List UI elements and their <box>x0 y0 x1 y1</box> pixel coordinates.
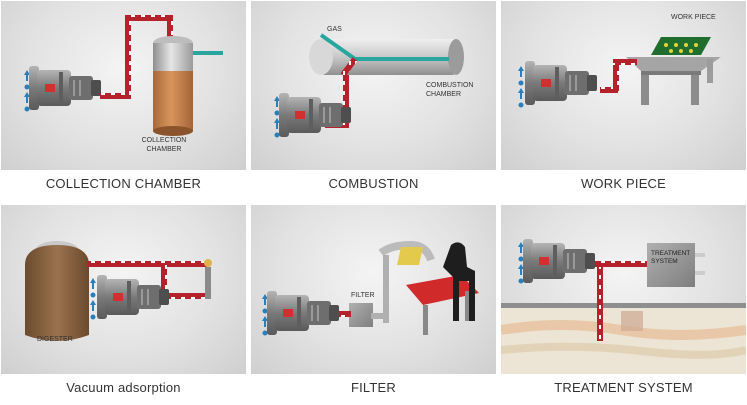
pipe <box>597 261 603 341</box>
flow-arrows-icon <box>90 278 96 320</box>
digester-diagram: DIGESTER <box>25 241 212 343</box>
filter-box <box>349 303 373 327</box>
worker-silhouette <box>443 242 475 321</box>
treatment-box <box>647 243 695 287</box>
illustration-collection-chamber: COLLECTION CHAMBER <box>1 1 246 170</box>
extraction-hood <box>397 247 423 265</box>
chamber-label-line1: COLLECTION <box>142 137 187 144</box>
pipe <box>100 93 130 99</box>
filter-diagram: FILTER <box>262 240 479 336</box>
digester-tank <box>25 245 89 341</box>
work-table <box>406 275 479 305</box>
illustration-filter: FILTER <box>251 205 496 374</box>
work-piece-label: WORK PIECE <box>671 14 716 21</box>
work-piece-board <box>651 37 711 55</box>
pipe <box>125 15 169 21</box>
treatment-label-line2: SYSTEM <box>651 258 678 265</box>
flow-arrows-icon <box>518 66 524 108</box>
pipe <box>613 61 619 91</box>
illustration-work-piece: WORK PIECE <box>501 1 746 170</box>
filter-label: FILTER <box>351 292 375 299</box>
vacuum-pump-icon <box>97 275 169 319</box>
outlet-pipe <box>183 51 223 55</box>
pipe <box>600 87 618 93</box>
vacuum-pump-icon <box>525 61 597 105</box>
vacuum-pump-icon <box>523 239 595 283</box>
digester-label: DIGESTER <box>37 336 73 343</box>
combustion-label-line1: COMBUSTION <box>426 82 473 89</box>
pipe <box>125 19 131 99</box>
illustration-digester: DIGESTER <box>1 205 246 374</box>
caption: Vacuum adsorption <box>66 380 181 395</box>
illustration-treatment-system: TREATMENT SYSTEM <box>501 205 746 374</box>
pipe <box>161 265 167 299</box>
card-work-piece: WORK PIECE WORK PIECE <box>501 1 746 198</box>
caption: WORK PIECE <box>580 176 667 191</box>
card-combustion: GAS COMBUSTION CHAMBER COMBUSTION <box>251 1 496 198</box>
pipe <box>167 15 173 41</box>
caption: TREATMENT SYSTEM <box>554 380 693 395</box>
vacuum-pump-icon <box>279 93 351 137</box>
card-filter: FILTER FILTER <box>251 205 496 402</box>
gas-label: GAS <box>327 26 342 33</box>
treatment-system-diagram: TREATMENT SYSTEM <box>501 239 746 374</box>
caption: COMBUSTION <box>328 176 419 191</box>
caption: FILTER <box>350 380 397 395</box>
pipe <box>577 261 647 267</box>
illustration-combustion: GAS COMBUSTION CHAMBER <box>251 1 496 170</box>
pipe <box>343 75 349 125</box>
card-treatment-system: TREATMENT SYSTEM TREATMENT SYSTEM <box>501 205 746 402</box>
treatment-label-line1: TREATMENT <box>651 250 690 257</box>
caption: COLLECTION CHAMBER <box>45 176 202 191</box>
vacuum-pump-icon <box>29 66 101 110</box>
pipe <box>151 293 209 299</box>
card-collection-chamber: COLLECTION CHAMBER COLLECTION CHAMBER <box>1 1 246 198</box>
pipe <box>87 261 207 267</box>
pipe <box>613 59 637 65</box>
collection-tank <box>153 43 193 73</box>
collection-chamber-diagram: COLLECTION CHAMBER <box>24 15 223 153</box>
chamber-label-line2: CHAMBER <box>146 146 181 153</box>
collection-fill <box>153 71 193 131</box>
combustion-label-line2: CHAMBER <box>426 91 461 98</box>
card-vacuum-adsorption: DIGESTER Vacuum adsorption <box>1 205 246 402</box>
combustion-diagram: GAS COMBUSTION CHAMBER <box>274 26 473 138</box>
work-piece-diagram: WORK PIECE <box>518 14 721 108</box>
vacuum-pump-icon <box>267 291 339 335</box>
